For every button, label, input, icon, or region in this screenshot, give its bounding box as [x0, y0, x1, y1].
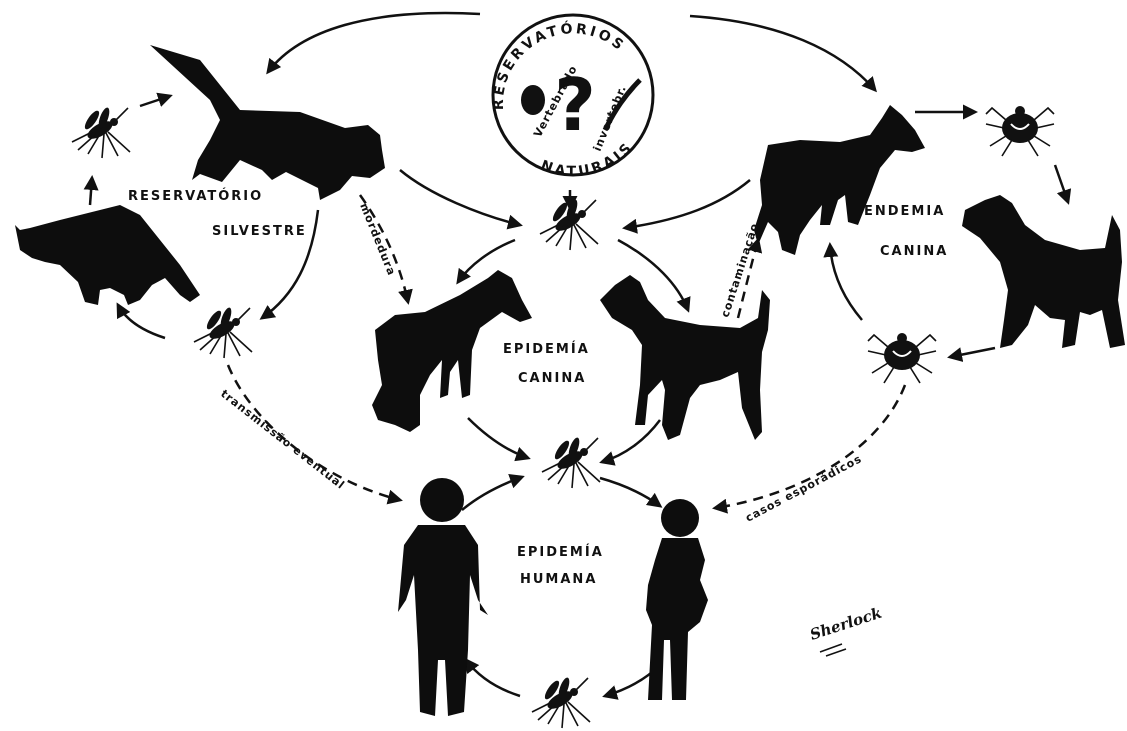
endemic-dog-silhouette: [754, 105, 925, 255]
signature-underline: [820, 644, 846, 656]
sandfly-icon: [542, 436, 600, 488]
tick-icon: [868, 333, 936, 383]
arrow-fly-to-human: [466, 660, 520, 696]
label-endemia: ENDEMIA: [864, 204, 945, 219]
label-mordedura: mordedura: [357, 201, 398, 278]
sandfly-icon: [194, 306, 252, 358]
arrow-center-to-fox: [268, 13, 480, 72]
arrow-tick-to-endemia: [830, 245, 862, 320]
arrow-wolf-to-fly: [90, 178, 92, 205]
label-epidemia-canina-2: CANINA: [518, 371, 586, 386]
arrow-dog-to-lowtick: [950, 348, 995, 357]
wolf-silhouette: [15, 205, 200, 305]
label-casos: casos esporádicos: [743, 452, 864, 525]
label-contaminacao: contaminação: [718, 221, 761, 319]
arrow-tick-to-dog: [1055, 165, 1068, 202]
arrow-fox-to-fly: [400, 170, 520, 225]
label-transmissao: transmissão eventual: [218, 387, 347, 492]
dash-transmissao: [228, 365, 400, 500]
sandfly-icon: [532, 676, 590, 728]
label-silvestre: SILVESTRE: [212, 224, 307, 239]
vertebrate-icon: [521, 85, 545, 115]
natural-reservoirs-circle: RESERVATÓRIOS NATURAIS ? Vertebrado inve…: [491, 15, 653, 180]
arrow-fly-to-wolf: [118, 305, 165, 338]
arrow-center-to-endemia: [690, 16, 875, 90]
label-reservatorio: RESERVATÓRIO: [128, 188, 263, 204]
arrow-fly-to-fox: [140, 96, 170, 106]
arrow-dog-to-midfly: [602, 420, 660, 462]
arrow-dog-to-fly: [625, 180, 750, 228]
signature: Sherlock: [808, 604, 884, 644]
label-endemia-canina: CANINA: [880, 244, 948, 259]
arrow-human-to-fly: [462, 477, 522, 510]
label-epidemia-canina-1: EPIDEMÍA: [503, 341, 590, 357]
fox-silhouette: [150, 45, 385, 200]
sandfly-icon: [72, 106, 130, 158]
tick-icon: [986, 106, 1054, 156]
adult-human-silhouette: [398, 478, 488, 716]
label-epidemia-humana-2: HUMANA: [520, 572, 597, 587]
healthy-dog-silhouette: [962, 195, 1125, 348]
arrow-fly-to-child: [600, 478, 660, 506]
label-epidemia-humana-1: EPIDEMÍA: [517, 544, 604, 560]
arrow-sickdog-to-fly: [468, 418, 528, 458]
dog-silhouette: [600, 275, 770, 440]
child-silhouette: [646, 499, 708, 700]
